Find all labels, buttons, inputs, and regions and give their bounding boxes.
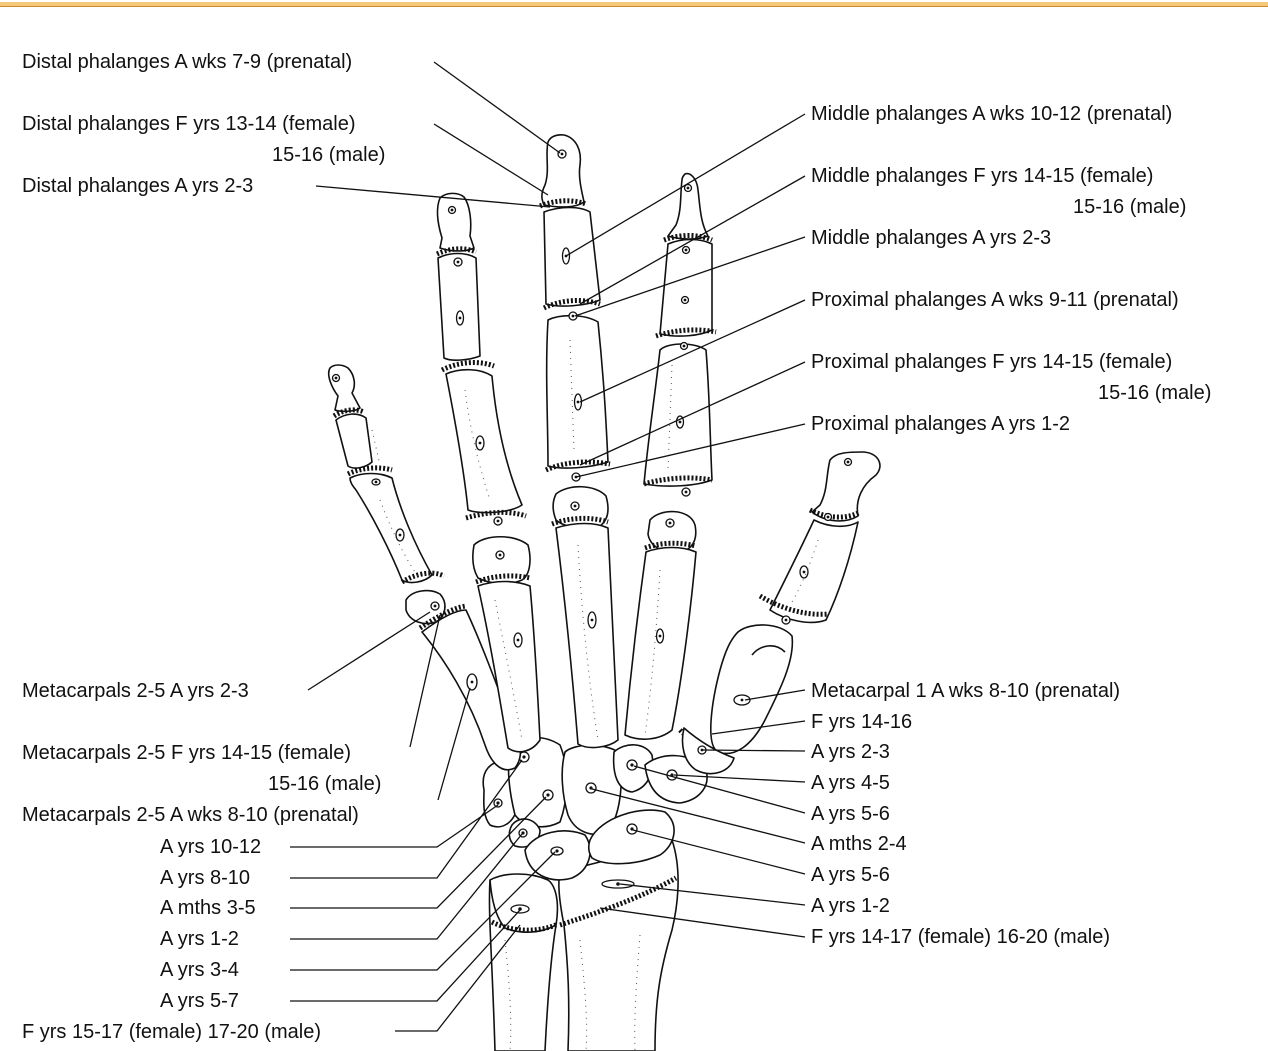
label-trapezium: A yrs 4-5 [811,772,890,794]
label-proximal-fusion-male: 15-16 (male) [1098,382,1211,404]
label-metacarpals-primary: Metacarpals 2-5 A wks 8-10 (prenatal) [22,804,359,826]
ulna-bone [489,874,558,1051]
label-lunate: A yrs 3-4 [160,959,239,981]
label-ulna-fusion: F yrs 15-17 (female) 17-20 (male) [22,1021,321,1043]
label-middle-primary: Middle phalanges A wks 10-12 (prenatal) [811,103,1172,125]
finger-index [625,174,716,740]
right-labels: Middle phalanges A wks 10-12 (prenatal) … [811,103,1211,948]
label-metacarpal1-fusion: F yrs 14-16 [811,711,912,733]
label-distal-primary: Distal phalanges A wks 7-9 (prenatal) [22,51,352,73]
label-capitate: A mths 2-4 [811,833,907,855]
label-proximal-primary: Proximal phalanges A wks 9-11 (prenatal) [811,289,1179,311]
label-hamate-body: A mths 3-5 [160,897,256,919]
label-hamate: A yrs 10-12 [160,836,261,858]
label-ulna-epiphysis: A yrs 5-7 [160,990,239,1012]
label-distal-fusion-male: 15-16 (male) [272,144,385,166]
label-radius-epiphysis: A yrs 1-2 [811,895,890,917]
label-middle-fusion-male: 15-16 (male) [1073,196,1186,218]
label-trapezoid: A yrs 5-6 [811,803,890,825]
hand-skeleton-illustration [329,135,880,1051]
label-distal-secondary: Distal phalanges A yrs 2-3 [22,175,253,197]
label-metacarpals-secondary: Metacarpals 2-5 A yrs 2-3 [22,680,249,702]
label-middle-secondary: Middle phalanges A yrs 2-3 [811,227,1051,249]
label-middle-fusion-female: Middle phalanges F yrs 14-15 (female) [811,165,1153,187]
label-metacarpal1-primary: Metacarpal 1 A wks 8-10 (prenatal) [811,680,1120,702]
label-pisiform: A yrs 8-10 [160,867,250,889]
left-labels: Distal phalanges A wks 7-9 (prenatal) Di… [22,51,385,1043]
label-scaphoid: A yrs 5-6 [811,864,890,886]
label-radius-fusion: F yrs 14-17 (female) 16-20 (male) [811,926,1110,948]
label-proximal-secondary: Proximal phalanges A yrs 1-2 [811,413,1070,435]
label-metacarpal1-secondary: A yrs 2-3 [811,741,890,763]
label-distal-fusion-female: Distal phalanges F yrs 13-14 (female) [22,113,355,135]
label-proximal-fusion-female: Proximal phalanges F yrs 14-15 (female) [811,351,1172,373]
label-metacarpals-fusion-male: 15-16 (male) [268,773,381,795]
label-triquetrum: A yrs 1-2 [160,928,239,950]
label-metacarpals-fusion-female: Metacarpals 2-5 F yrs 14-15 (female) [22,742,351,764]
finger-middle [540,135,618,748]
